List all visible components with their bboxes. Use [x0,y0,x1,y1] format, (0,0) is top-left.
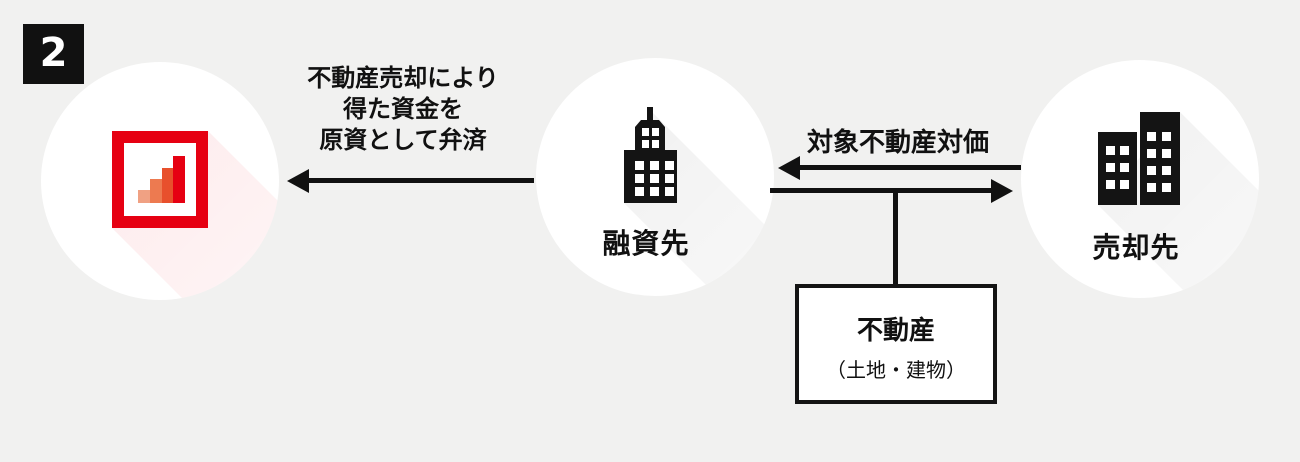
transfer-arrowhead-icon [991,179,1013,203]
repayment-arrowhead-icon [287,169,309,193]
step-badge: 2 [23,24,84,84]
consideration-arrowhead-icon [778,156,800,180]
bar-chart-logo-icon [112,131,208,228]
transfer-arrow-line [770,188,992,193]
asset-box: 不動産 （土地・建物） [795,284,997,404]
node-borrower-circle: 融資先 [536,58,774,296]
buyer-label: 売却先 [1092,231,1180,264]
office-buildings-icon [1098,112,1180,205]
node-buyer-circle: 売却先 [1021,60,1259,298]
repayment-arrow-line [306,178,534,183]
repayment-line-2: 得た資金を [343,95,463,123]
repayment-annotation: 不動産売却により 得た資金を 原資として弁済 [253,63,553,156]
node-lender-circle [41,62,279,300]
asset-box-title: 不動産 [856,316,935,346]
asset-box-subtitle: （土地・建物） [826,358,966,382]
step-number: 2 [39,30,68,76]
consideration-annotation: 対象不動産対価 [806,128,989,158]
borrower-label: 融資先 [602,227,690,260]
asset-connector-line [893,190,898,284]
repayment-line-1: 不動産売却により [307,64,499,92]
office-tower-icon [624,107,677,203]
repayment-line-3: 原資として弁済 [319,126,487,154]
consideration-arrow-line [799,165,1021,170]
